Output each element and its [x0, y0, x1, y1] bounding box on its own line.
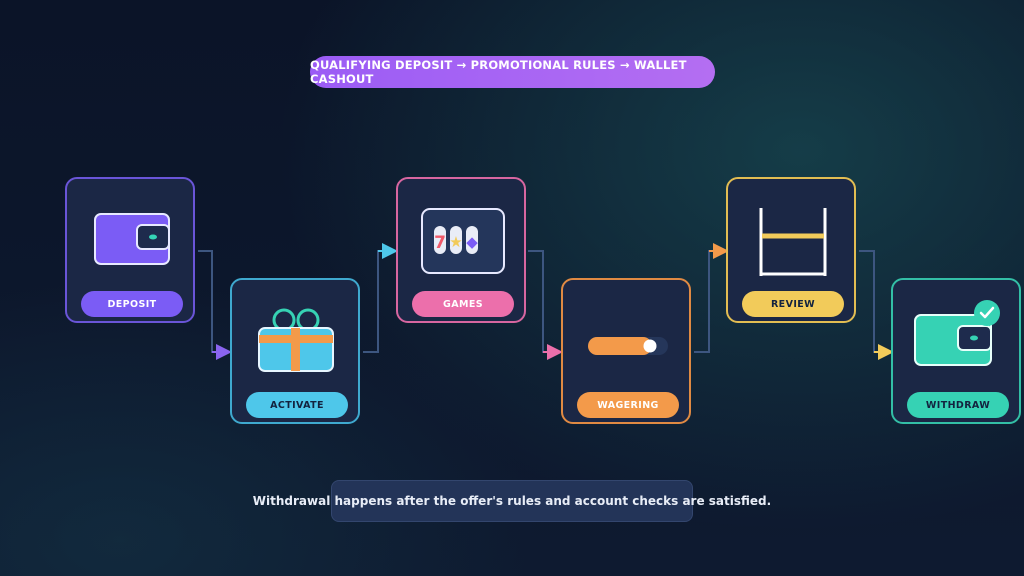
footnote-text: Withdrawal happens after the offer's rul…: [252, 494, 772, 508]
step-card-wagering: WAGERING: [561, 278, 691, 424]
step-card-review: REVIEW: [726, 177, 856, 323]
wallet-check-icon: [893, 280, 1019, 388]
footnote-box: [331, 480, 693, 522]
step-card-withdraw: WITHDRAW: [891, 278, 1021, 424]
progress-toggle-icon: [563, 280, 689, 388]
connector-games-wagering: [528, 250, 557, 353]
gift-icon: [232, 280, 358, 388]
slot-symbol-diamond: ◆: [466, 233, 478, 251]
flow-title: QUALIFYING DEPOSIT → PROMOTIONAL RULES →…: [310, 58, 687, 86]
step-card-games: 7 ★ ◆ GAMES: [396, 177, 526, 323]
slot-symbol-star: ★: [449, 233, 462, 251]
step-card-activate: ACTIVATE: [230, 278, 360, 424]
step-label-wagering: WAGERING: [577, 392, 679, 418]
step-label-activate: ACTIVATE: [246, 392, 348, 418]
step-label-games: GAMES: [412, 291, 514, 317]
connector-review-withdraw: [859, 250, 888, 353]
step-label-review: REVIEW: [742, 291, 844, 317]
step-label-deposit: DEPOSIT: [81, 291, 183, 317]
connector-wagering-review: [694, 250, 723, 353]
slot-symbol-seven: 7: [434, 233, 446, 253]
step-label-withdraw: WITHDRAW: [907, 392, 1009, 418]
connector-deposit-activate: [198, 250, 226, 353]
flow-title-pill: QUALIFYING DEPOSIT → PROMOTIONAL RULES →…: [310, 56, 715, 88]
slot-machine-icon: 7 ★ ◆: [398, 179, 524, 287]
checkpoint-gate-icon: [728, 179, 854, 287]
connector-activate-games: [363, 250, 392, 353]
step-card-deposit: DEPOSIT: [65, 177, 195, 323]
wallet-icon: [67, 179, 193, 287]
